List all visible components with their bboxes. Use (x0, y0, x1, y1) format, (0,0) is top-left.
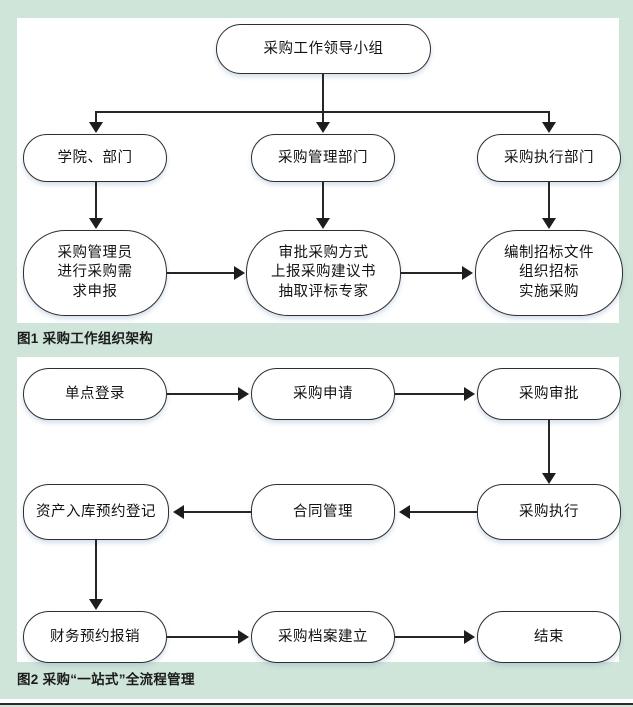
connector-approve-to-execute (548, 420, 551, 474)
arrowhead-execute-to-contract (399, 505, 410, 519)
arrowhead-task2-to-task3 (462, 266, 473, 280)
bottom-white-strip (0, 699, 633, 703)
arrowhead-archive-to-end (464, 630, 475, 644)
arrowhead-to-execution (542, 122, 556, 133)
node-procurement-execution[interactable]: 采购执行 (477, 484, 621, 540)
arrowhead-college-to-task (89, 218, 103, 229)
node-procurement-management-department[interactable]: 采购管理部门 (251, 134, 395, 182)
node-finance-reimbursement[interactable]: 财务预约报销 (23, 611, 167, 663)
node-task-college-declare-demand[interactable]: 采购管理员 进行采购需 求申报 (23, 230, 167, 316)
node-end[interactable]: 结束 (477, 611, 621, 663)
node-task-prepare-bidding-documents[interactable]: 编制招标文件 组织招标 实施采购 (475, 230, 623, 316)
connector-management-to-task (322, 182, 325, 219)
connector-asset-to-finance (95, 540, 98, 600)
arrowhead-to-college (89, 122, 103, 133)
figure2-caption: 图2 采购“一站式”全流程管理 (17, 672, 195, 687)
bottom-rule (0, 703, 633, 705)
arrowhead-management-to-task (316, 218, 330, 229)
connector-apply-to-approve (395, 393, 465, 396)
connector-finance-to-archive (167, 636, 239, 639)
arrowhead-contract-to-asset (173, 505, 184, 519)
connector-sso-to-apply (167, 393, 239, 396)
node-contract-management[interactable]: 合同管理 (251, 484, 395, 540)
arrowhead-execution-to-task (542, 218, 556, 229)
node-procurement-archive[interactable]: 采购档案建立 (251, 611, 395, 663)
connector-root-stem (322, 74, 325, 111)
connector-archive-to-end (395, 636, 465, 639)
node-asset-warehouse-reservation[interactable]: 资产入库预约登记 (23, 484, 169, 540)
arrowhead-finance-to-archive (238, 630, 249, 644)
connector-execute-to-contract (410, 511, 477, 514)
node-procurement-application[interactable]: 采购申请 (251, 368, 395, 420)
figure1-panel: 采购工作领导小组 学院、部门 采购管理部门 采购执行部门 采购管理员 进行采购需… (17, 18, 623, 323)
figure2-panel: 单点登录 采购申请 采购审批 资产入库预约登记 合同管理 采购执行 财务预约报销… (17, 357, 621, 663)
connector-execution-to-task (548, 182, 551, 219)
connector-bus-left-drop (95, 111, 98, 123)
arrowhead-asset-to-finance (89, 599, 103, 610)
connector-bus-right-drop (548, 111, 551, 123)
node-procurement-approval[interactable]: 采购审批 (477, 368, 621, 420)
arrowhead-to-management (316, 122, 330, 133)
node-procurement-execution-department[interactable]: 采购执行部门 (477, 134, 621, 182)
connector-contract-to-asset (184, 511, 251, 514)
arrowhead-sso-to-apply (238, 387, 249, 401)
node-single-sign-on[interactable]: 单点登录 (23, 368, 167, 420)
arrowhead-apply-to-approve (464, 387, 475, 401)
node-root-procurement-leading-group[interactable]: 采购工作领导小组 (216, 24, 431, 74)
connector-college-to-task (95, 182, 98, 219)
node-college-department[interactable]: 学院、部门 (23, 134, 167, 182)
arrowhead-task1-to-task2 (234, 266, 245, 280)
connector-task1-to-task2 (167, 272, 235, 275)
arrowhead-approve-to-execute (542, 473, 556, 484)
figure1-caption: 图1 采购工作组织架构 (17, 331, 154, 346)
node-task-approve-method-submit-proposal[interactable]: 审批采购方式 上报采购建议书 抽取评标专家 (246, 230, 401, 316)
connector-bus-mid-drop (322, 111, 325, 123)
connector-task2-to-task3 (401, 272, 463, 275)
